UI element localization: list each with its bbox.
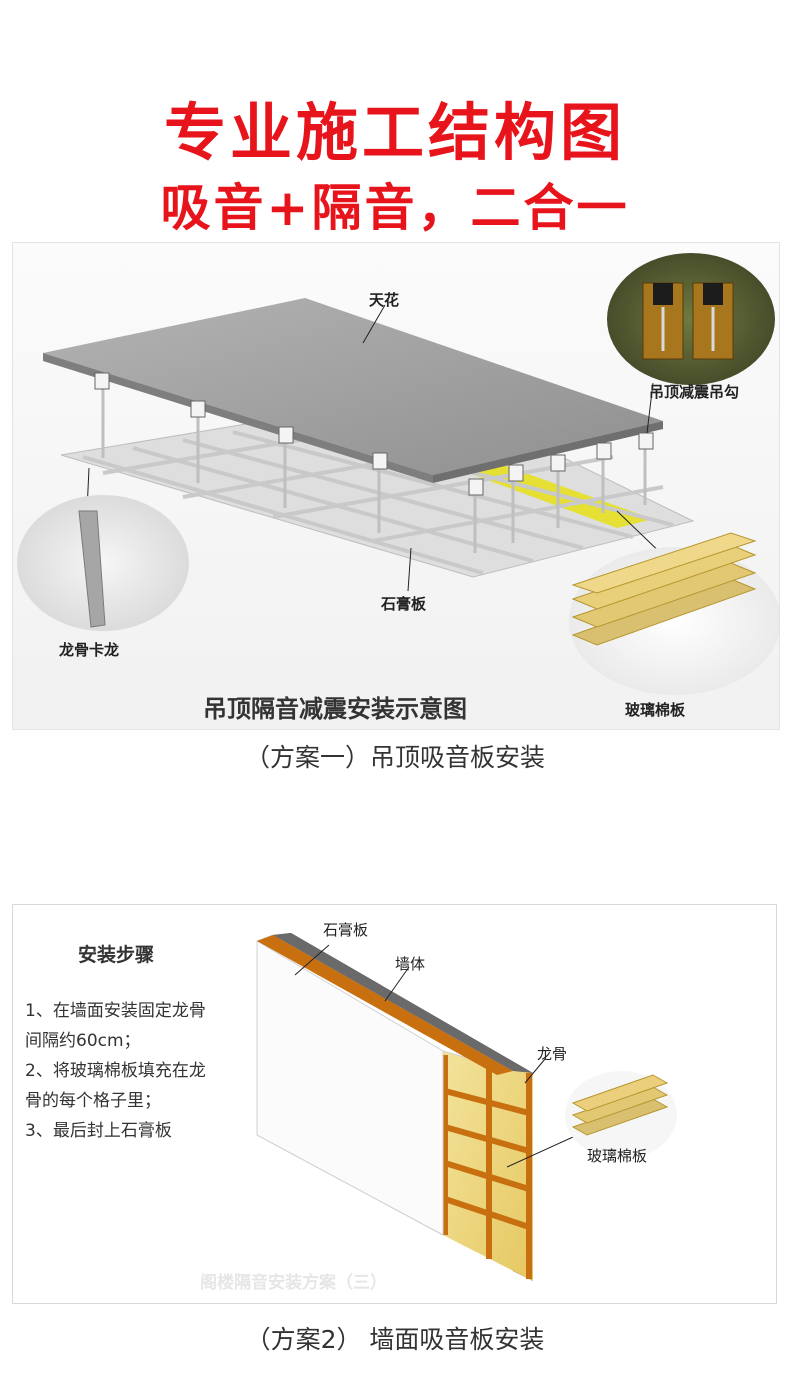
gypsum-label-2: 石膏板 — [323, 921, 369, 939]
keel-label: 龙骨 — [537, 1045, 568, 1063]
page-subtitle: 吸音+隔音，二合一 — [160, 179, 630, 237]
step-line: 3、最后封上石膏板 — [25, 1121, 172, 1141]
wall-diagram-illustration — [256, 933, 677, 1281]
wall-diagram-panel: 石膏板 墙体 龙骨 玻璃棉板 — [12, 904, 777, 1304]
ceiling-diagram-illustration — [17, 253, 779, 695]
caption-plan-2: （方案2） 墙面吸音板安装 — [245, 1325, 545, 1354]
step-line: 2、将玻璃棉板填充在龙 — [25, 1061, 206, 1081]
keel-clip-label: 龙骨卡龙 — [59, 641, 120, 659]
gypsum-label: 石膏板 — [381, 595, 427, 613]
ceiling-diagram-panel: 天花 吊顶减震吊勾 龙骨卡龙 石膏板 玻璃棉板 吊顶隔音减震安装示意图 — [12, 242, 780, 730]
step-line: 间隔约60cm； — [25, 1031, 141, 1051]
step-line: 1、在墙面安装固定龙骨 — [25, 1001, 206, 1021]
wall-label: 墙体 — [395, 955, 426, 973]
page-title: 专业施工结构图 — [163, 96, 626, 169]
watermark-text: 阁楼隔音安装方案（三） — [200, 1273, 387, 1293]
glass-wool-label-2: 玻璃棉板 — [587, 1147, 648, 1165]
diagram-title: 吊顶隔音减震安装示意图 — [203, 695, 467, 723]
ceiling-label: 天花 — [369, 291, 400, 309]
hanger-label: 吊顶减震吊勾 — [649, 383, 740, 401]
caption-plan-1: （方案一）吊顶吸音板安装 — [244, 743, 545, 772]
glass-wool-label: 玻璃棉板 — [625, 701, 686, 719]
step-line: 骨的每个格子里； — [25, 1091, 161, 1111]
steps-title: 安装步骤 — [78, 944, 155, 966]
